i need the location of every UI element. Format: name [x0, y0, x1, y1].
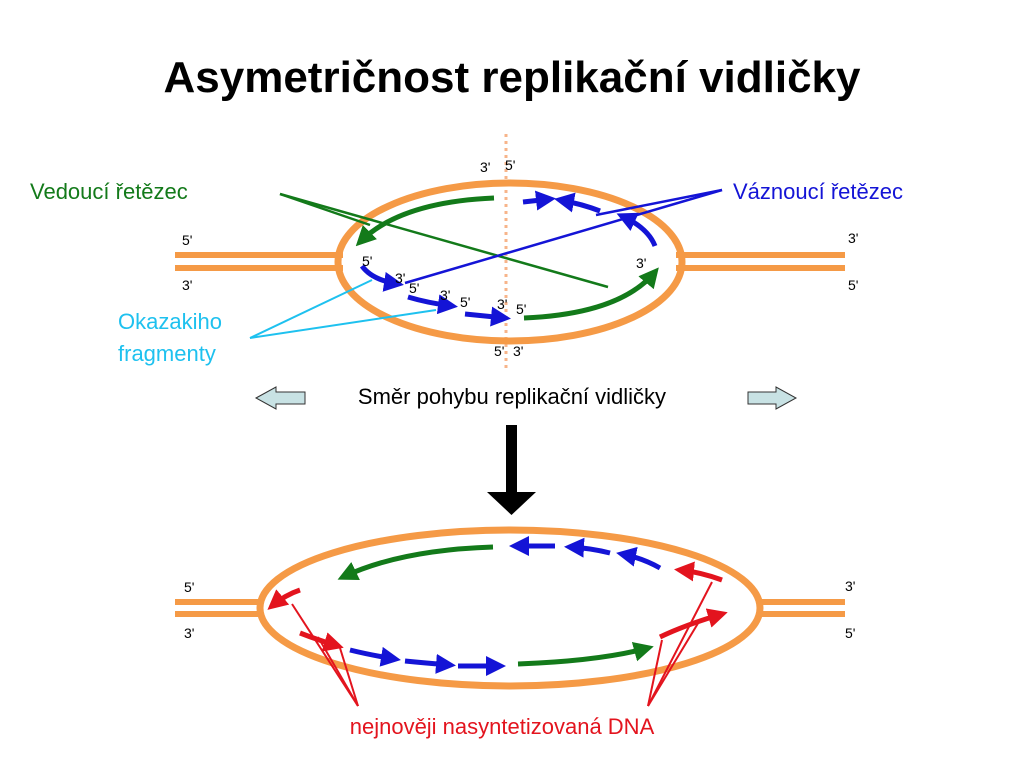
okazaki-fragment-top-2: [554, 192, 601, 214]
okazaki-fragment-top-1: [522, 190, 556, 211]
okazaki-label-line1: Okazakiho: [118, 309, 222, 334]
leading-strand-bottom-top: [337, 544, 494, 581]
newest-dna-segment: [658, 608, 728, 640]
replication-bubble: [334, 179, 686, 345]
okazaki-fragment-top-3: [616, 546, 662, 571]
end-label: 5': [362, 253, 372, 269]
okazaki-fragment-bottom-2: [407, 294, 458, 315]
newest-dna-label: nejnověji nasyntetizovaná DNA: [350, 714, 655, 739]
page-title: Asymetričnost replikační vidličky: [164, 53, 862, 102]
end-label: 3': [497, 296, 507, 312]
end-label: 5': [845, 625, 855, 641]
okazaki-fragment-bottom-2: [404, 653, 456, 674]
newest-dna-segment: [267, 587, 301, 610]
end-label: 3': [440, 287, 450, 303]
parental-dna-right-bottom: [758, 599, 845, 617]
left-direction-arrow: [254, 386, 306, 410]
newest-dna-segment: [674, 561, 723, 583]
parental-dna-left: [175, 252, 343, 271]
leading-strand-bottom: [523, 267, 659, 321]
end-label: 3': [848, 230, 858, 246]
parental-dna-left-bottom: [175, 599, 262, 617]
leading-strand-top: [355, 195, 495, 247]
end-label: 3': [480, 159, 490, 175]
end-label: 3': [184, 625, 194, 641]
okazaki-fragment-top-3: [616, 212, 658, 248]
end-label: 5': [460, 294, 470, 310]
end-label: 3': [182, 277, 192, 293]
newest-dna-pointer-lines: [291, 581, 713, 707]
end-label: 5': [184, 579, 194, 595]
leading-pointer-lines: [279, 192, 609, 289]
end-label: 5': [182, 232, 192, 248]
direction-row: Směr pohybu replikační vidličky: [254, 384, 798, 410]
down-arrow: [487, 425, 536, 515]
lagging-pointer-lines: [404, 188, 723, 285]
okazaki-fragment-top-2: [564, 537, 611, 558]
end-label: 3': [513, 343, 523, 359]
okazaki-pointer-lines: [249, 279, 437, 339]
bottom-fork-diagram: 5' 3' 3' 5' nejnověji nasyntetizovaná DN…: [175, 526, 855, 739]
end-label: 5': [505, 157, 515, 173]
end-label: 3': [395, 270, 405, 286]
top-fork-diagram: 3' 5' 5' 3' 3' 5' 5' 3' 5' 3' 5' 3' 5' 3…: [30, 134, 903, 372]
end-label: 5': [848, 277, 858, 293]
leading-strand-bottom-bottom: [517, 642, 654, 667]
leading-strand-label: Vedoucí řetězec: [30, 179, 188, 204]
okazaki-fragment-bottom-3: [464, 306, 511, 327]
end-label: 3': [845, 578, 855, 594]
right-direction-arrow: [747, 386, 798, 410]
end-label: 5': [494, 343, 504, 359]
parental-dna-right: [676, 252, 845, 271]
replication-bubble-bottom: [256, 526, 764, 690]
okazaki-label-line2: fragmenty: [118, 341, 216, 366]
end-label: 3': [636, 255, 646, 271]
lagging-strand-label: Váznoucí řetězec: [733, 179, 903, 204]
direction-caption: Směr pohybu replikační vidličky: [358, 384, 666, 409]
okazaki-fragment-bottom-1: [349, 646, 401, 667]
end-label: 5': [409, 280, 419, 296]
end-label: 5': [516, 301, 526, 317]
okazaki-fragment-bottom-1: [359, 264, 404, 292]
